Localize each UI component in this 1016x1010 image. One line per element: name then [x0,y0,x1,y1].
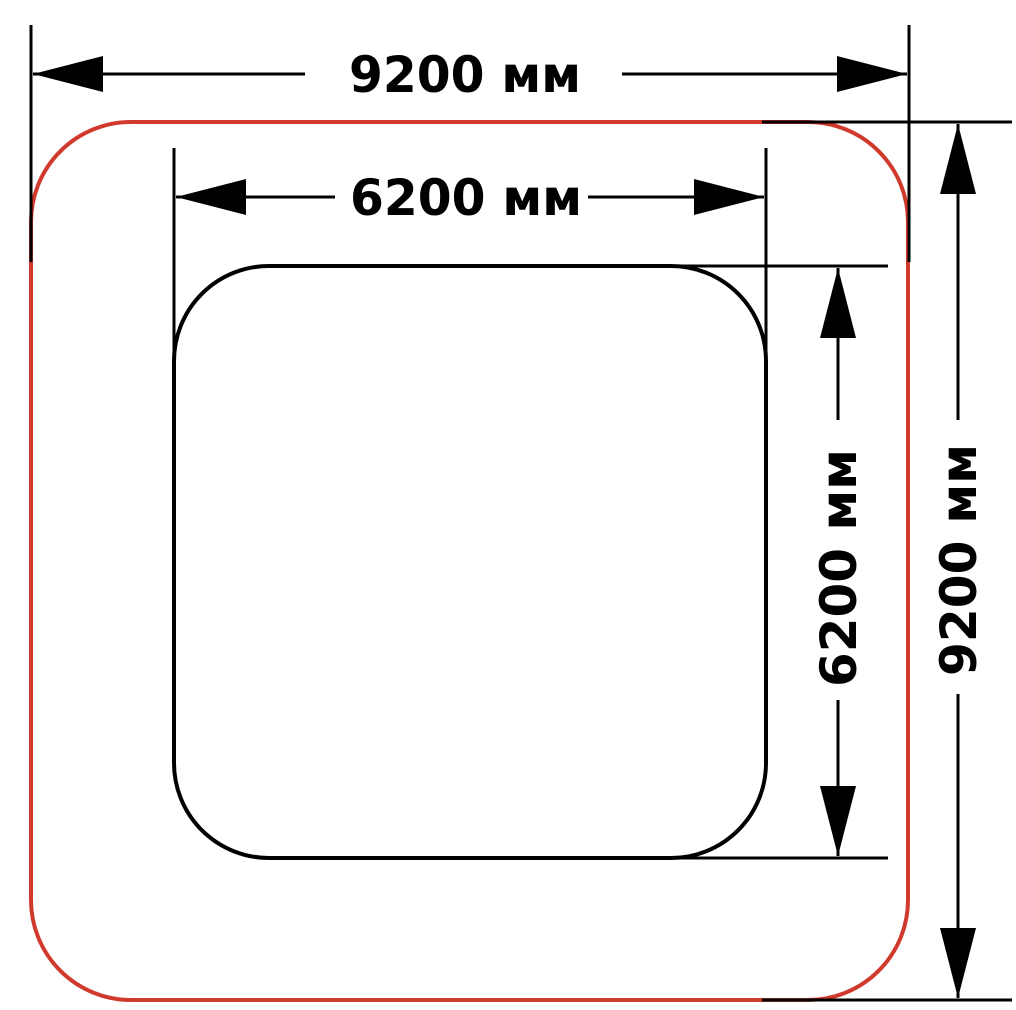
inner-width-label: 6200 мм [350,169,582,227]
outer-square-outline [29,120,910,1002]
inner-height-label: 6200 мм [810,449,868,687]
outer-width-label: 9200 мм [349,46,581,104]
outer-height-label: 9200 мм [930,444,988,676]
inner-square-outline [172,264,768,860]
